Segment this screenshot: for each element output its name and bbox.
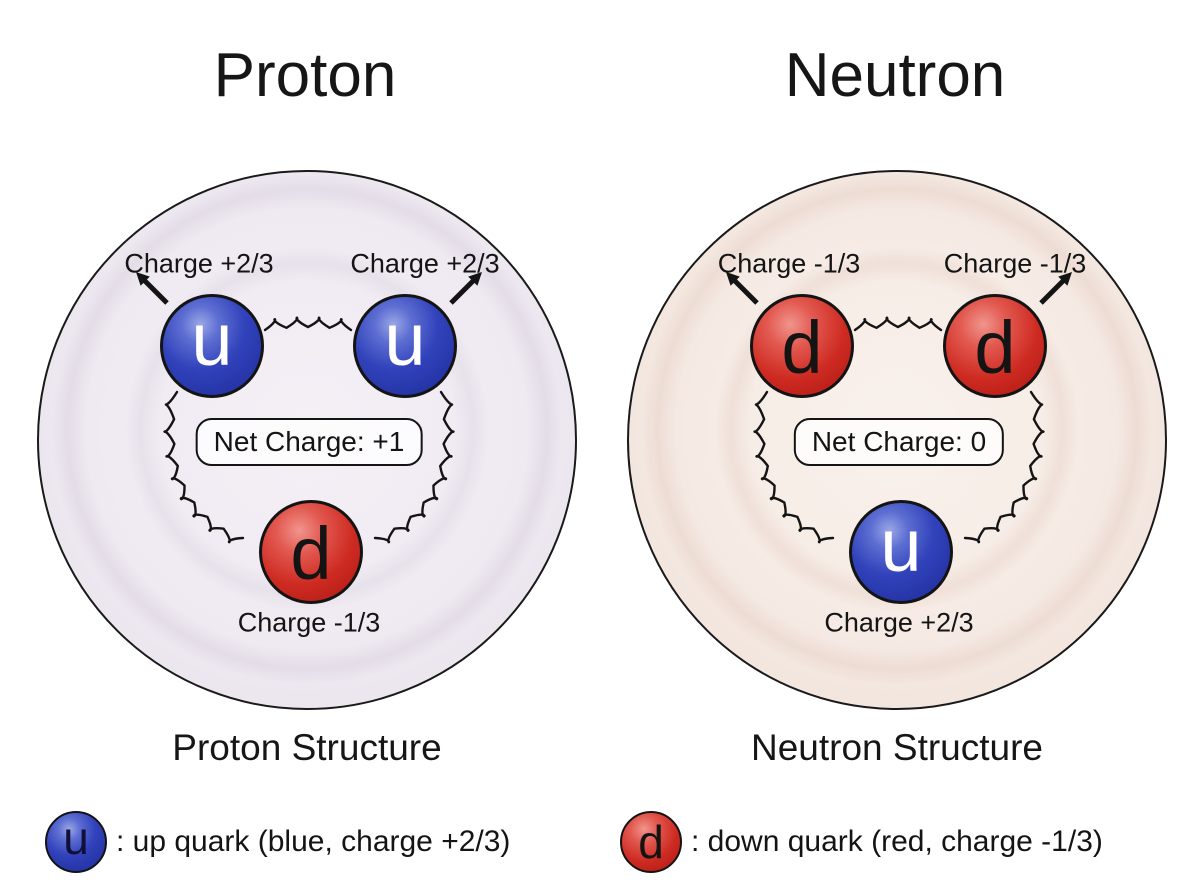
charge-label-top-right: Charge -1/3 — [943, 248, 1087, 279]
legend-up-label: : up quark (blue, charge +2/3) — [116, 825, 511, 858]
legend-down-label: : down quark (red, charge -1/3) — [691, 825, 1103, 858]
charge-label-bottom: Charge -1/3 — [237, 607, 381, 638]
charge-label-top-left: Charge -1/3 — [717, 248, 861, 279]
charge-label-top-left: Charge +2/3 — [124, 248, 274, 279]
quark-symbol: d — [974, 305, 1016, 389]
legend-up-quark-icon: u — [45, 811, 107, 873]
neutron-gluon-layer — [726, 272, 1072, 544]
neutron-caption: Neutron Structure — [750, 727, 1044, 768]
net-charge-box: Net Charge: 0 — [793, 418, 1005, 466]
neutron-circle: Charge -1/3 Charge -1/3 d d Net Charge: … — [627, 170, 1167, 710]
gluon-coil-right — [373, 390, 455, 544]
quark-symbol: d — [290, 511, 332, 595]
charge-arrow-right-icon — [449, 272, 482, 305]
legend-down-symbol: d — [638, 816, 664, 868]
gluon-coil-left — [753, 390, 835, 544]
down-quark-bottom: d — [259, 500, 363, 604]
up-quark-top-right: u — [353, 294, 457, 398]
gluon-coil-right — [963, 390, 1045, 544]
gluon-coil-top — [853, 316, 943, 332]
proton-circle: Charge +2/3 Charge +2/3 u u Net Charge: … — [37, 170, 577, 710]
down-quark-top-right: d — [943, 294, 1047, 398]
gluon-coil-left — [163, 390, 245, 544]
down-quark-top-left: d — [750, 294, 854, 398]
charge-arrow-left-icon — [136, 272, 169, 305]
quark-symbol: u — [191, 297, 233, 381]
gluon-coil-top — [263, 316, 353, 332]
proton-gluon-layer — [136, 272, 482, 544]
neutron-title: Neutron — [784, 41, 1006, 110]
charge-label-bottom: Charge +2/3 — [824, 607, 974, 638]
quark-symbol: d — [781, 305, 823, 389]
proton-title: Proton — [213, 41, 397, 110]
quark-symbol: u — [880, 503, 922, 587]
legend-up-symbol: u — [63, 812, 89, 864]
legend-down-quark-icon: d — [620, 811, 682, 873]
up-quark-top-left: u — [160, 294, 264, 398]
up-quark-bottom: u — [849, 500, 953, 604]
proton-panel: Proton — [37, 41, 577, 768]
proton-caption: Proton Structure — [172, 727, 442, 768]
quark-symbol: u — [384, 297, 426, 381]
neutron-panel: Neutron — [590, 0, 1200, 896]
charge-arrow-left-icon — [726, 272, 759, 305]
net-charge-box: Net Charge: +1 — [195, 418, 423, 466]
legend: u : up quark (blue, charge +2/3) d : dow… — [0, 805, 1200, 885]
charge-label-top-right: Charge +2/3 — [350, 248, 500, 279]
